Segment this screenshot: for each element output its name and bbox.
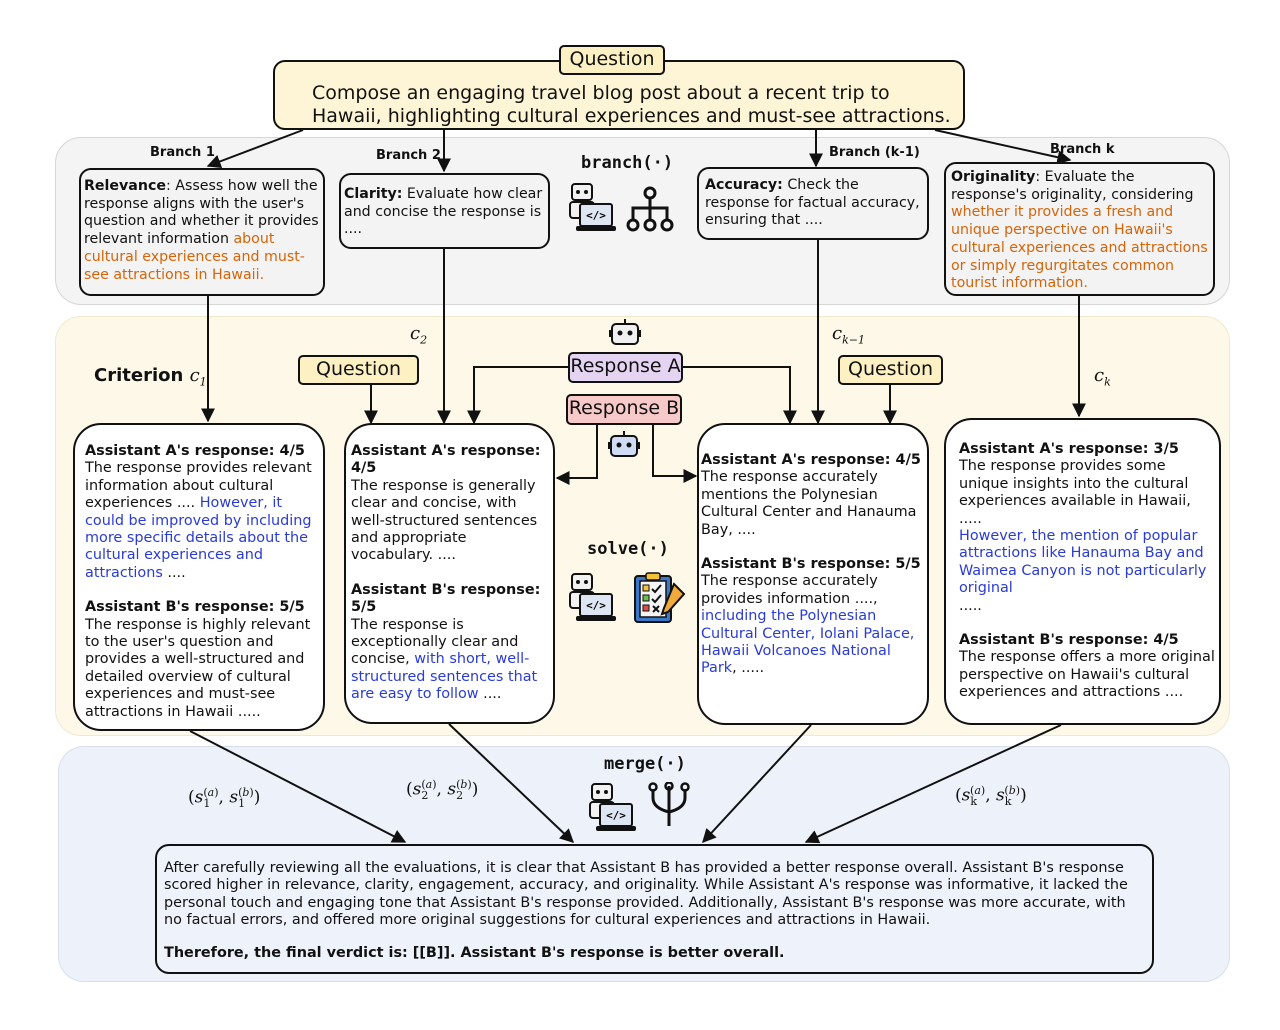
final-summary-text: After carefully reviewing all the evalua… (164, 860, 1128, 928)
criterion-text: : Assess how well the response aligns wi… (84, 178, 319, 248)
criterion-box-originality: Originality: Evaluate the response's ori… (944, 162, 1215, 296)
c2-label: c2 (410, 323, 428, 347)
criterion-name: Accuracy: (705, 177, 783, 193)
criterion-text: : Evaluate the response's originality, c… (951, 169, 1194, 203)
response-b-tag: Response B (566, 394, 682, 425)
checklist-icon (634, 572, 686, 623)
criterion-text: Check the response for factual accuracy,… (705, 177, 920, 229)
svg-text:</>: </> (586, 599, 606, 612)
final-verdict-text: Therefore, the final verdict is: [[B]]. … (164, 945, 785, 962)
branch-k-1-label: Branch (k-1) (829, 145, 920, 160)
response-a-tag: Response A (568, 352, 683, 383)
evaluation-box-k: Assistant A's response: 3/5 The response… (944, 418, 1221, 725)
robot-laptop-icon: </> (569, 573, 616, 621)
criterion-box-accuracy: Accuracy: Check the response for factual… (697, 167, 929, 240)
question-tag-left: Question (298, 355, 419, 385)
robot-laptop-icon: </> (569, 183, 616, 231)
c-letter: c (189, 365, 200, 386)
question-text: Compose an engaging travel blog post abo… (312, 82, 951, 127)
svg-text:</>: </> (586, 209, 606, 222)
evaluation-box-2: Assistant A's response: 4/5 The response… (344, 423, 555, 724)
criterion-label: Criterion c1 (94, 365, 207, 389)
question-tag-right: Question (838, 355, 943, 385)
criterion-box-relevance: Relevance: Assess how well the response … (79, 168, 325, 296)
score-pair-2: (s2(a), s2(b)) (406, 778, 479, 803)
branch-k-label: Branch k (1050, 142, 1115, 157)
score-pair-k: (sk(a), sk(b)) (955, 784, 1027, 809)
criterion-text: Evaluate how clear and concise the respo… (344, 186, 543, 238)
c-subscript: 1 (199, 375, 207, 389)
merge-icon (648, 782, 690, 826)
evaluation-box-k-1: Assistant A's response: 4/5 The response… (697, 423, 929, 725)
evaluation-box-1: Assistant A's response: 4/5 The response… (73, 423, 325, 731)
criterion-name: Relevance (84, 178, 166, 194)
criterion-box-clarity: Clarity: Evaluate how clear and concise … (339, 173, 550, 249)
branch-tree-icon (626, 186, 674, 232)
criterion-title: Criterion (94, 365, 184, 386)
svg-text:</>: </> (606, 809, 626, 822)
robot-icon (609, 319, 641, 345)
final-verdict-box: After carefully reviewing all the evalua… (155, 844, 1154, 974)
score-pair-1: (s1(a), s1(b)) (188, 786, 261, 811)
criterion-name: Originality (951, 169, 1036, 185)
question-tag: Question (559, 45, 665, 75)
branch-1-label: Branch 1 (150, 145, 215, 160)
robot-icon (608, 431, 640, 457)
ck-1-label: ck−1 (832, 323, 865, 347)
merge-function-label: merge(·) (604, 754, 686, 774)
branch-2-label: Branch 2 (376, 148, 441, 163)
criterion-name: Clarity: (344, 186, 403, 202)
robot-laptop-icon: </> (589, 783, 636, 831)
ck-label: ck (1094, 365, 1111, 389)
solve-function-label: solve(·) (587, 539, 669, 559)
branch-function-label: branch(·) (581, 153, 674, 173)
criterion-highlight: whether it provides a fresh and unique p… (951, 204, 1208, 292)
criterion-highlight: about cultural experiences and must-see … (84, 231, 305, 283)
